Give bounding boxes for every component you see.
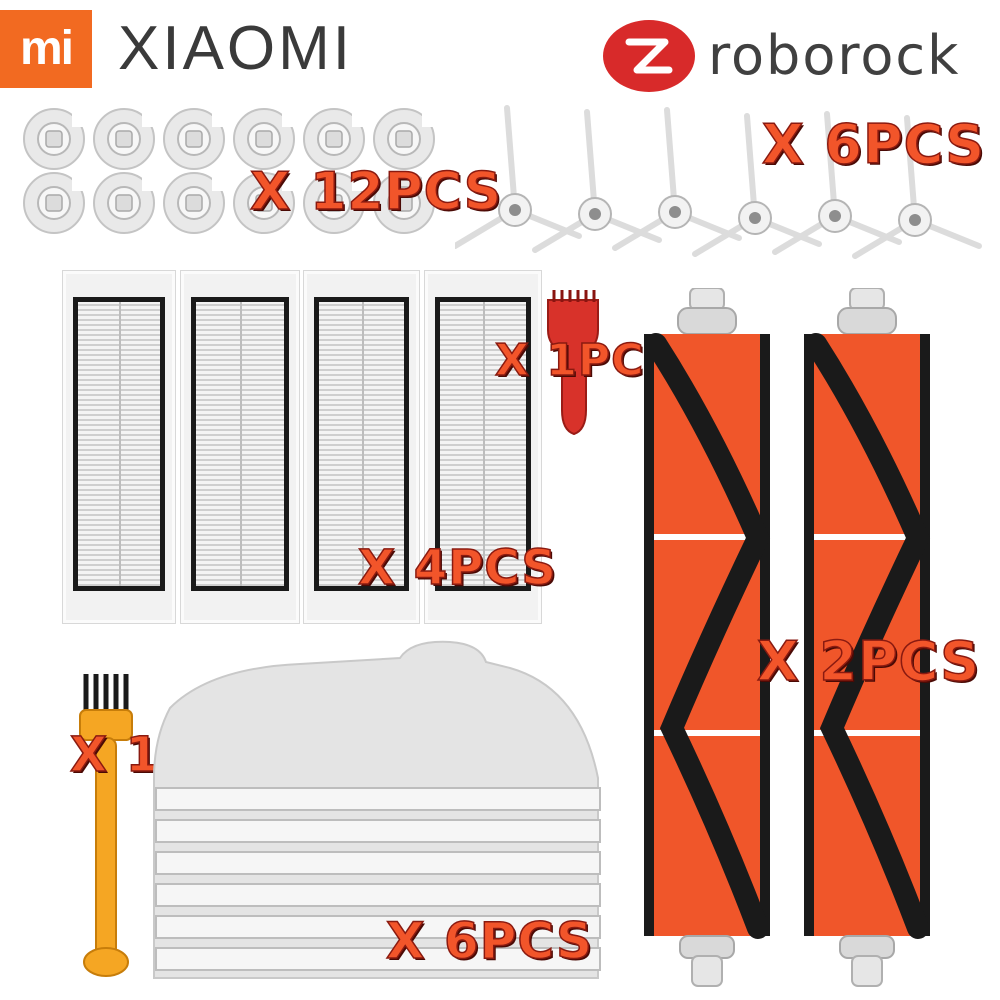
hepa-filter: [62, 270, 176, 624]
mop-cloths: [153, 640, 601, 979]
hepa-filters-quantity: X 4PCS: [357, 539, 557, 597]
red-cleaning-tool-icon: [547, 290, 599, 436]
dust-box-filters-quantity: X 12PCS: [249, 161, 503, 223]
roborock-z-icon: [625, 38, 673, 74]
orange-brush-tool-icon: [79, 674, 133, 977]
main-brushes-quantity: X 2PCS: [756, 629, 981, 694]
xiaomi-brand-name: XIAOMI: [118, 14, 354, 83]
roborock-brand-name: roborock: [708, 24, 961, 87]
hepa-filter: [424, 270, 542, 624]
xiaomi-logo: mi: [0, 10, 92, 88]
hepa-filter: [180, 270, 300, 624]
mop-cloths-quantity: X 6PCS: [385, 911, 594, 971]
hepa-filter: [303, 270, 420, 624]
side-brushes-quantity: X 6PCS: [761, 112, 986, 177]
roborock-logo-icon: [603, 20, 695, 92]
